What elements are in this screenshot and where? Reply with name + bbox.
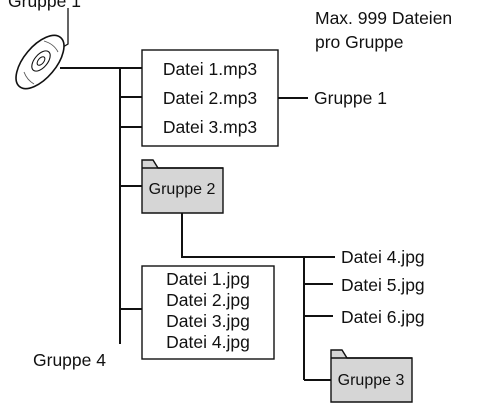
max-files-note-line1: Max. 999 Dateien: [315, 8, 452, 28]
group4-file-1: Datei 1.jpg: [166, 269, 250, 289]
group1-file-1: Datei 1.mp3: [163, 59, 257, 79]
group4-files-box: [141, 265, 275, 360]
group1-label: Gruppe 1: [314, 88, 387, 108]
disc-root-label: Gruppe 1: [8, 0, 81, 11]
disc-icon: [15, 34, 65, 90]
group2-file-6: Datei 6.jpg: [341, 307, 425, 327]
group2-folder-label: Gruppe 2: [149, 181, 216, 198]
group4-file-3: Datei 3.jpg: [166, 311, 250, 331]
group2-drop-line: [181, 213, 335, 258]
group4-file-2: Datei 2.jpg: [166, 290, 250, 310]
group3-folder-icon: [330, 349, 413, 403]
group4-label: Gruppe 4: [33, 350, 106, 370]
group2-file-5: Datei 5.jpg: [341, 275, 425, 295]
group1-file-3: Datei 3.mp3: [163, 117, 257, 137]
group1-file-2: Datei 2.mp3: [163, 88, 257, 108]
group1-files-box: [141, 49, 279, 147]
group3-folder-label: Gruppe 3: [338, 372, 405, 389]
group2-file-4: Datei 4.jpg: [341, 247, 425, 267]
group2-folder-icon: [141, 159, 224, 214]
max-files-note-line2: pro Gruppe: [315, 32, 404, 52]
group4-file-4: Datei 4.jpg: [166, 332, 250, 352]
